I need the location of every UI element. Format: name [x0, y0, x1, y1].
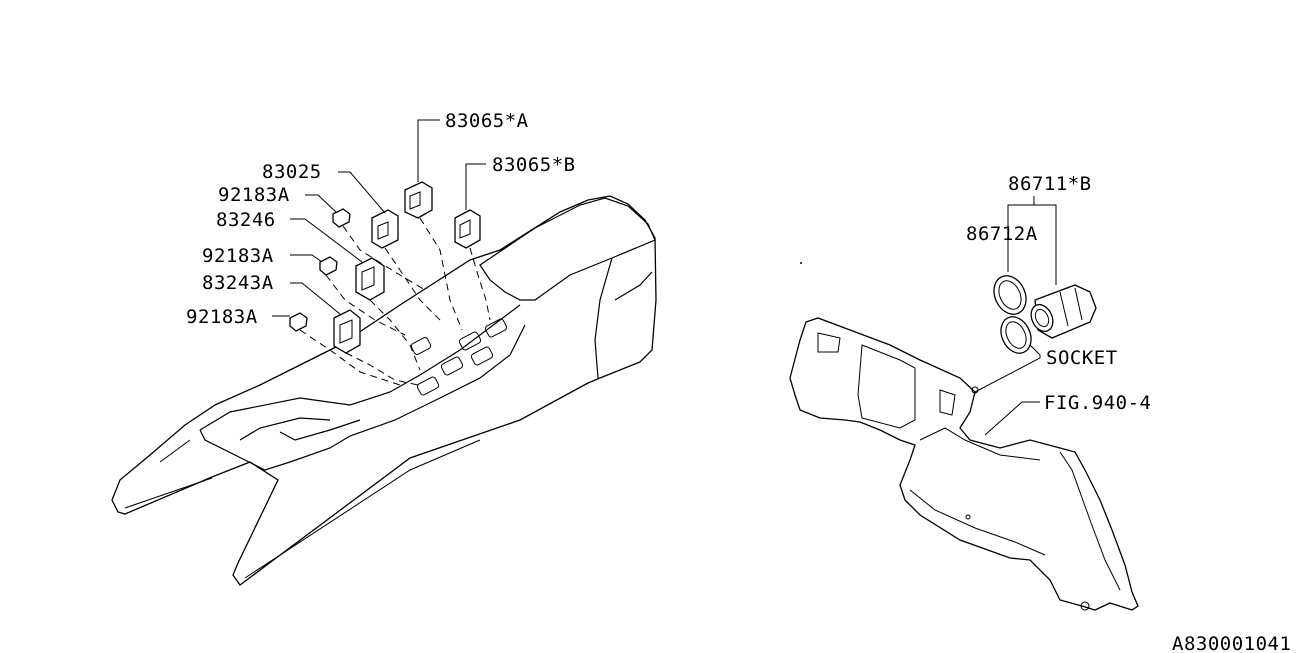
- switch-83065B: [454, 209, 481, 249]
- quarter-trim-panel: [789, 317, 1139, 611]
- assembly-lines: [299, 217, 491, 386]
- label-92183A-1: 92183A: [218, 184, 290, 206]
- clip-92183A-2: [319, 256, 338, 276]
- center-console: [111, 195, 657, 586]
- label-fig: FIG.940-4: [1044, 392, 1151, 414]
- label-83025: 83025: [262, 161, 322, 183]
- socket-ring-86712A: [993, 275, 1032, 354]
- clip-92183A-3: [289, 312, 308, 332]
- switch-83065A: [404, 181, 433, 219]
- socket-body-86711B: [1030, 284, 1097, 339]
- label-83065B: 83065*B: [492, 154, 576, 176]
- label-83065A: 83065*A: [445, 110, 529, 132]
- switch-83243A: [333, 309, 361, 354]
- console-switch-holes: [410, 318, 508, 396]
- stray-dot: [800, 262, 802, 264]
- label-83243A: 83243A: [202, 272, 274, 294]
- label-83246: 83246: [216, 209, 276, 231]
- leader-lines-left: [272, 119, 486, 317]
- switch-83025: [371, 209, 399, 249]
- label-92183A-3: 92183A: [186, 306, 258, 328]
- label-socket: SOCKET: [1046, 347, 1118, 369]
- label-92183A-2: 92183A: [202, 245, 274, 267]
- switch-83246: [355, 257, 385, 301]
- leader-lines-right: [974, 196, 1057, 436]
- clip-92183A-1: [332, 208, 351, 228]
- diagram-id: A830001041: [1172, 633, 1291, 653]
- label-86711B: 86711*B: [1008, 173, 1092, 195]
- label-86712A: 86712A: [966, 223, 1038, 245]
